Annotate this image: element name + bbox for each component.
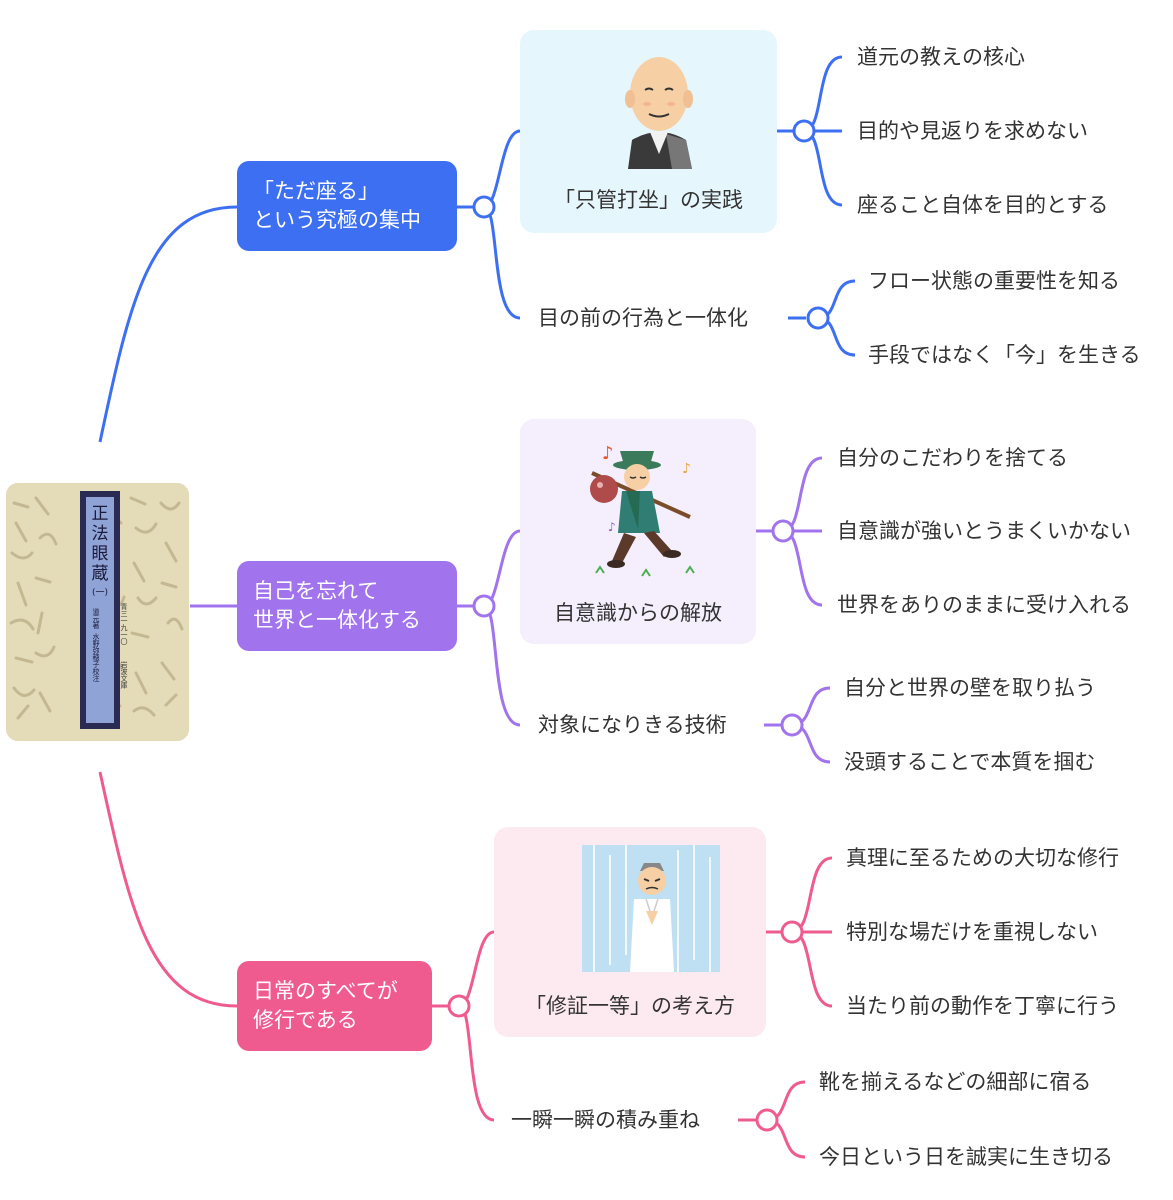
cover-editor: 水野弥穂子校注 xyxy=(92,632,100,683)
branch-1-card[interactable]: 「只管打坐」の実践 xyxy=(520,30,777,233)
branch-1-card-leaf-2[interactable]: 目的や見返りを求めない xyxy=(857,119,1088,143)
branch-3-card[interactable]: 「修証一等」の考え方 xyxy=(494,827,766,1037)
cover-title-char-2: 法 xyxy=(92,524,109,544)
branch-1-sub-node[interactable]: 目の前の行為と一体化 xyxy=(538,306,748,330)
branch-1-sub-leaf-2[interactable]: 手段ではなく「今」を生きる xyxy=(868,343,1141,367)
branch-2-card-leaf-1[interactable]: 自分のこだわりを捨てる xyxy=(837,446,1068,470)
branch-3-node[interactable]: 日常のすべてが 修行である xyxy=(237,961,432,1051)
connector-b3-sub xyxy=(458,1004,495,1122)
branch-3-card-leaf-2[interactable]: 特別な場だけを重視しない xyxy=(846,920,1098,944)
waterfall-training-icon xyxy=(582,845,720,972)
hub-dot-b1-card xyxy=(792,119,816,143)
connector-root-branch-1 xyxy=(98,205,238,443)
branch-2-sub-leaf-2[interactable]: 没頭することで本質を掴む xyxy=(844,750,1096,774)
svg-text:♪: ♪ xyxy=(682,461,691,477)
wanderer-illustration-icon: ♪ ♪ ♪ xyxy=(590,443,695,577)
hub-dot-b2-card xyxy=(771,519,795,543)
branch-2-sub-node[interactable]: 対象になりきる技術 xyxy=(538,713,727,737)
cover-title-char-4: 蔵 xyxy=(92,564,109,584)
branch-1-card-label: 「只管打坐」の実践 xyxy=(554,188,743,212)
hub-dot-b1-sub xyxy=(806,306,830,330)
branch-3-sub-leaf-1[interactable]: 靴を揃えるなどの細部に宿る xyxy=(819,1070,1092,1094)
branch-2-card-label: 自意識からの解放 xyxy=(554,601,722,625)
connector-b3-card-leaf-1 xyxy=(791,856,833,934)
connector-b1-sub xyxy=(483,205,521,320)
branch-1-sub-leaf-1[interactable]: フロー状態の重要性を知る xyxy=(868,269,1120,293)
hub-dot-b3-sub xyxy=(755,1108,779,1132)
branch-2-card[interactable]: ♪ ♪ ♪ 自意識からの解放 xyxy=(520,419,756,644)
branch-3-card-leaf-1[interactable]: 真理に至るための大切な修行 xyxy=(846,846,1119,870)
branch-3-line-1: 日常のすべてが xyxy=(253,979,398,1003)
cover-number: 青三一九一〇 xyxy=(120,602,128,645)
branch-2-card-leaf-2[interactable]: 自意識が強いとうまくいかない xyxy=(837,519,1131,543)
cover-series: 岩波文庫 xyxy=(120,660,128,690)
branch-1-card-leaf-3[interactable]: 座ること自体を目的とする xyxy=(857,193,1109,217)
branch-3-line-2: 修行である xyxy=(253,1008,358,1032)
branch-1-node[interactable]: 「ただ座る」 という究極の集中 xyxy=(237,161,457,251)
branch-2-sub-leaf-1[interactable]: 自分と世界の壁を取り払う xyxy=(844,676,1096,700)
hub-dot-b2-sub xyxy=(780,713,804,737)
connector-b3-card xyxy=(458,930,495,1008)
cover-title-char-1: 正 xyxy=(92,504,109,524)
connector-b1-card xyxy=(483,129,521,209)
branch-2-line-1: 自己を忘れて xyxy=(253,579,379,603)
branch-3-sub-leaf-2[interactable]: 今日という日を誠実に生き切る xyxy=(819,1145,1113,1169)
branch-1-line-2: という究極の集中 xyxy=(253,208,421,232)
svg-text:♪: ♪ xyxy=(602,443,614,464)
root-book-cover: 正 法 眼 蔵 (一) 道元著 水野弥穂子校注 青三一九一〇 岩波文庫 xyxy=(6,483,189,741)
connector-b2-card xyxy=(483,529,521,608)
connector-b2-card-leaf-1 xyxy=(782,456,823,533)
hub-dot-b3 xyxy=(447,994,471,1018)
hub-dot-b2 xyxy=(472,594,496,618)
connector-b2-sub xyxy=(483,604,521,727)
branch-1-line-1: 「ただ座る」 xyxy=(253,179,379,203)
branch-2-card-leaf-3[interactable]: 世界をありのままに受け入れる xyxy=(837,593,1131,617)
svg-text:♪: ♪ xyxy=(608,520,616,534)
connector-root-branch-3 xyxy=(98,771,238,1008)
book-cover-image: 正 法 眼 蔵 (一) 道元著 水野弥穂子校注 青三一九一〇 岩波文庫 xyxy=(6,483,189,741)
branch-3-sub-node[interactable]: 一瞬一瞬の積み重ね xyxy=(511,1108,700,1132)
branch-2-line-2: 世界と一体化する xyxy=(253,608,421,632)
monk-illustration-icon xyxy=(625,57,693,169)
branch-1-card-leaf-1[interactable]: 道元の教えの核心 xyxy=(857,45,1025,69)
branch-3-card-leaf-3[interactable]: 当たり前の動作を丁寧に行う xyxy=(846,994,1119,1018)
connector-b2-card-leaf-3 xyxy=(782,529,823,607)
branch-2-node[interactable]: 自己を忘れて 世界と一体化する xyxy=(237,561,457,651)
branch-3-card-label: 「修証一等」の考え方 xyxy=(525,994,735,1018)
hub-dot-b1 xyxy=(472,195,496,219)
cover-author: 道元著 xyxy=(92,607,100,630)
connector-b1-card-leaf-1 xyxy=(803,55,843,133)
cover-volume: (一) xyxy=(92,588,108,598)
hub-dot-b3-card xyxy=(780,920,804,944)
cover-title-char-3: 眼 xyxy=(92,544,109,564)
connector-b3-card-leaf-3 xyxy=(791,930,833,1008)
connector-b1-card-leaf-3 xyxy=(803,129,843,207)
